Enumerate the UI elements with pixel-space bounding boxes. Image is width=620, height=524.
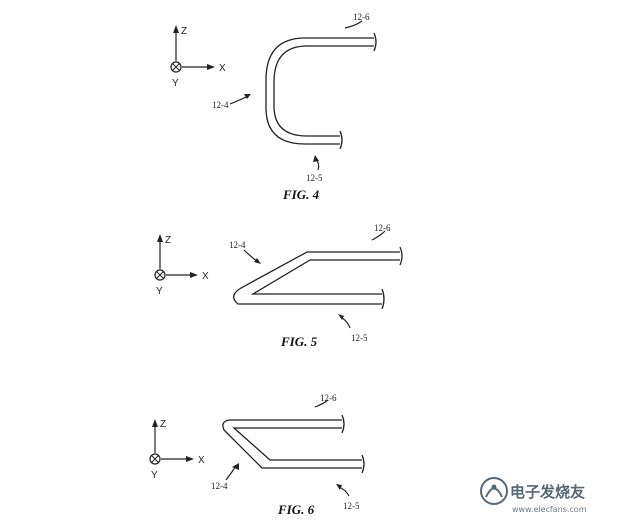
axis-z-label: Z (160, 419, 166, 430)
axis-y-label: Y (172, 78, 179, 89)
watermark: 电子发烧友 www.elecfans.com (480, 477, 587, 514)
figure-5: Z X Y 12-6 12-4 12-5 FIG. 5 (154, 223, 403, 349)
ref-12-4: 12-4 (212, 100, 229, 110)
ref-12-6: 12-6 (374, 223, 391, 233)
axis-x-label: X (219, 63, 226, 74)
ref-12-6: 12-6 (320, 393, 337, 403)
leader-lines (225, 399, 350, 497)
bent-tube-z (222, 414, 365, 474)
axis-y-label: Y (156, 286, 163, 297)
axis-x-label: X (198, 455, 205, 466)
bent-tube-c (265, 32, 377, 150)
axis-x-label: X (202, 271, 209, 282)
figure-4: Z X Y 12-6 12-4 12-5 FIG. 4 (170, 12, 377, 202)
elecfans-logo (480, 477, 508, 505)
watermark-brand: 电子发烧友 (510, 483, 585, 501)
watermark-url: www.elecfans.com (512, 505, 587, 514)
axis-y-label: Y (151, 470, 158, 481)
axis-triad: Z X Y (154, 234, 209, 297)
figure-caption: FIG. 5 (280, 334, 318, 349)
ref-12-5: 12-5 (351, 333, 368, 343)
leader-lines (229, 20, 363, 171)
leader-lines (243, 230, 386, 329)
figure-caption: FIG. 4 (282, 187, 320, 202)
axis-z-label: Z (181, 26, 187, 37)
ref-12-4: 12-4 (211, 481, 228, 491)
ref-12-5: 12-5 (343, 501, 360, 511)
bent-tube-v (233, 246, 403, 310)
ref-12-6: 12-6 (353, 12, 370, 22)
axis-triad: Z X Y (149, 419, 205, 481)
ref-12-4: 12-4 (229, 240, 246, 250)
figure-caption: FIG. 6 (277, 502, 315, 517)
figure-6: Z X Y 12-6 12-4 12-5 FIG. 6 (149, 393, 365, 517)
ref-12-5: 12-5 (306, 173, 323, 183)
axis-triad: Z X Y (170, 25, 226, 89)
axis-z-label: Z (165, 235, 171, 246)
